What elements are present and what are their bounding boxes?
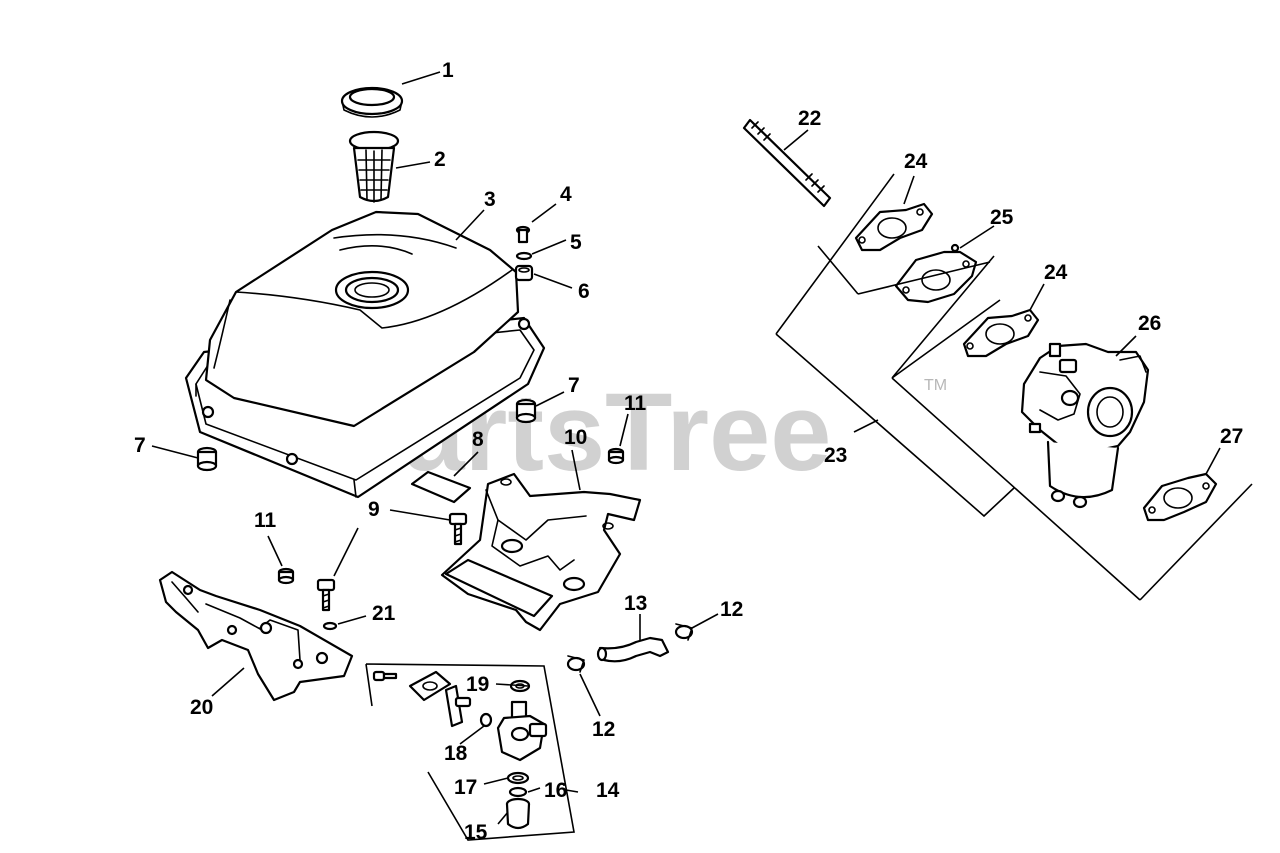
callout-18: 18 xyxy=(444,742,468,765)
callout-7b: 7 xyxy=(134,434,146,457)
callout-9: 9 xyxy=(368,498,380,521)
part-cushion-7b[interactable] xyxy=(196,446,218,472)
part-fuel-cock-body[interactable] xyxy=(496,700,548,762)
callout-25: 25 xyxy=(990,206,1014,229)
callout-6: 6 xyxy=(578,280,590,303)
part-fuel-tank-cap[interactable] xyxy=(340,86,404,118)
callout-11a: 11 xyxy=(624,392,647,415)
part-stud[interactable] xyxy=(742,118,832,208)
part-clamp-12a[interactable] xyxy=(566,655,586,673)
callout-1: 1 xyxy=(442,59,454,82)
gasket-kit-bracket-23 xyxy=(775,173,1253,601)
part-insulator[interactable] xyxy=(894,243,978,304)
part-cock-gasket-plate[interactable] xyxy=(408,670,452,702)
callout-19: 19 xyxy=(466,673,489,696)
part-cushion-7a[interactable] xyxy=(515,398,537,424)
callout-2: 2 xyxy=(434,148,446,171)
part-bolt-9b[interactable] xyxy=(316,578,336,612)
callout-23: 23 xyxy=(824,444,847,467)
part-filter-17[interactable] xyxy=(506,771,530,785)
callout-3: 3 xyxy=(484,188,496,211)
part-washer-21[interactable] xyxy=(322,621,338,631)
part-clamp-12b[interactable] xyxy=(674,623,694,641)
callout-12b: 12 xyxy=(720,598,743,621)
part-tank-bracket-10[interactable] xyxy=(440,472,642,632)
callout-15: 15 xyxy=(464,821,488,844)
part-fuel-strainer[interactable] xyxy=(348,130,400,203)
part-screw[interactable] xyxy=(372,670,398,682)
part-gasket-16[interactable] xyxy=(508,786,528,798)
leader-lines xyxy=(151,71,1221,825)
callout-24a: 24 xyxy=(904,150,928,173)
part-gasket-27[interactable] xyxy=(1142,472,1218,522)
part-bolt-9a[interactable] xyxy=(448,512,468,546)
part-fuel-cup-15[interactable] xyxy=(505,797,531,830)
callout-7a: 7 xyxy=(568,374,580,397)
part-gasket-24b[interactable] xyxy=(962,308,1040,358)
part-lever-18[interactable] xyxy=(444,684,493,728)
callout-10: 10 xyxy=(564,426,587,449)
callout-26: 26 xyxy=(1138,312,1161,335)
callout-16: 16 xyxy=(544,779,567,802)
callout-27: 27 xyxy=(1220,425,1243,448)
callout-labels: 1 2 3 4 5 6 7 7 7 8 9 10 11 11 12 12 13 … xyxy=(134,59,1243,844)
part-cap-11b[interactable] xyxy=(277,567,295,585)
part-cap-11a[interactable] xyxy=(607,447,625,465)
part-fuel-hose-13[interactable] xyxy=(596,636,670,663)
part-tank-bracket-20[interactable] xyxy=(158,570,354,702)
part-washer-5[interactable] xyxy=(515,251,533,261)
callout-20: 20 xyxy=(190,696,213,719)
callout-5: 5 xyxy=(570,231,582,254)
watermark-trademark: TM xyxy=(924,377,947,394)
callout-13: 13 xyxy=(624,592,647,615)
part-carburetor[interactable] xyxy=(1020,342,1150,509)
callout-4: 4 xyxy=(560,183,572,206)
callout-8: 8 xyxy=(472,428,484,451)
callout-22: 22 xyxy=(798,107,821,130)
part-gasket-24a[interactable] xyxy=(854,202,934,252)
callout-24b: 24 xyxy=(1044,261,1068,284)
part-fuel-tank[interactable] xyxy=(184,210,546,499)
callout-11b: 11 xyxy=(254,509,277,532)
callout-17: 17 xyxy=(454,776,477,799)
callout-12a: 12 xyxy=(592,718,615,741)
fuel-cock-kit-bracket-14 xyxy=(365,663,575,841)
callout-14: 14 xyxy=(596,779,620,802)
part-pad[interactable] xyxy=(410,470,472,504)
callout-21: 21 xyxy=(372,602,396,625)
part-nut-6[interactable] xyxy=(514,264,534,282)
part-bolt-4[interactable] xyxy=(515,225,531,244)
